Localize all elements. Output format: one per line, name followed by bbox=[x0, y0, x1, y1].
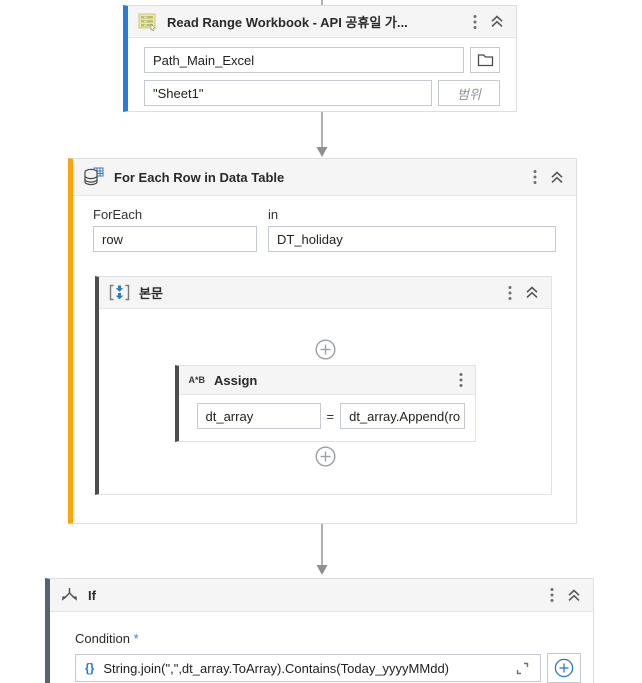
plus-circle-icon bbox=[314, 446, 336, 467]
body-header[interactable]: 본문 bbox=[99, 277, 551, 309]
assign-to-input[interactable]: dt_array bbox=[196, 403, 321, 429]
read-range-header[interactable]: Read Range Workbook - API 공휴일 가... bbox=[128, 6, 516, 38]
folder-icon bbox=[477, 54, 493, 67]
add-activity-button[interactable] bbox=[314, 339, 336, 360]
braces-icon: {} bbox=[85, 661, 95, 675]
in-collection-input[interactable]: DT_holiday bbox=[268, 226, 556, 252]
equals-sign: = bbox=[326, 408, 335, 424]
kebab-icon bbox=[473, 14, 477, 29]
plus-circle-icon bbox=[554, 658, 574, 678]
assign-header[interactable]: A*B Assign bbox=[178, 366, 475, 395]
condition-label: Condition * bbox=[75, 631, 139, 646]
if-header[interactable]: If bbox=[50, 579, 593, 612]
double-down-arrow-brackets-icon bbox=[109, 284, 130, 301]
assign-value-input[interactable]: dt_array.Append(ro bbox=[340, 403, 465, 429]
a-star-b-icon: A*B bbox=[188, 375, 206, 385]
chevron-double-up-icon bbox=[551, 170, 563, 183]
excel-table-icon bbox=[138, 13, 156, 31]
kebab-icon bbox=[508, 285, 512, 300]
activity-title: Read Range Workbook - API 공휴일 가... bbox=[167, 15, 408, 30]
kebab-menu-button[interactable] bbox=[457, 370, 465, 390]
activity-title: Assign bbox=[214, 372, 258, 388]
kebab-menu-button[interactable] bbox=[548, 585, 556, 605]
branch-fork-icon bbox=[62, 587, 77, 601]
required-asterisk: * bbox=[133, 631, 139, 646]
body-title: 본문 bbox=[139, 286, 163, 301]
expand-corners-icon bbox=[516, 662, 529, 674]
kebab-menu-button[interactable] bbox=[506, 283, 514, 303]
in-label: in bbox=[268, 207, 279, 222]
workbook-path-input[interactable]: Path_Main_Excel bbox=[144, 47, 464, 73]
kebab-icon bbox=[533, 170, 537, 184]
read-range-activity[interactable]: Read Range Workbook - API 공휴일 가... Path_… bbox=[123, 5, 517, 112]
chevron-double-up-icon bbox=[491, 15, 503, 27]
sheet-name-input[interactable]: "Sheet1" bbox=[144, 80, 432, 106]
collapse-button[interactable] bbox=[523, 284, 541, 301]
add-condition-button[interactable] bbox=[547, 653, 581, 683]
foreach-label: ForEach bbox=[93, 207, 143, 222]
range-input[interactable]: 범위 bbox=[438, 80, 500, 106]
activity-title: For Each Row in Data Table bbox=[114, 169, 285, 185]
kebab-icon bbox=[550, 588, 554, 602]
collapse-button[interactable] bbox=[488, 13, 506, 30]
collapse-button[interactable] bbox=[548, 169, 566, 186]
foreach-variable-input[interactable]: row bbox=[93, 226, 257, 252]
kebab-menu-button[interactable] bbox=[531, 167, 539, 187]
assign-activity[interactable]: A*B Assign dt_array = dt_array.Appe bbox=[174, 365, 476, 442]
datatable-icon bbox=[84, 167, 104, 186]
open-expression-editor-button[interactable] bbox=[514, 660, 531, 677]
chevron-double-up-icon bbox=[568, 588, 580, 601]
browse-folder-button[interactable] bbox=[470, 47, 500, 73]
add-activity-button[interactable] bbox=[314, 446, 336, 467]
body-container[interactable]: 본문 bbox=[95, 276, 552, 495]
for-each-row-activity[interactable]: For Each Row in Data Table ForEach row bbox=[68, 158, 577, 524]
chevron-double-up-icon bbox=[526, 286, 538, 298]
activity-title: If bbox=[88, 587, 96, 603]
condition-expression-text[interactable]: String.join(",",dt_array.ToArray).Contai… bbox=[103, 660, 450, 676]
kebab-icon bbox=[459, 373, 462, 387]
condition-input[interactable]: {} String.join(",",dt_array.ToArray).Con… bbox=[75, 654, 541, 682]
collapse-button[interactable] bbox=[565, 587, 583, 604]
arrow-connector-1 bbox=[316, 112, 328, 157]
for-each-header[interactable]: For Each Row in Data Table bbox=[73, 159, 576, 196]
arrow-connector-2 bbox=[316, 524, 328, 575]
if-activity[interactable]: If Condition * {} String.jo bbox=[45, 578, 594, 683]
plus-circle-icon bbox=[314, 339, 336, 360]
kebab-menu-button[interactable] bbox=[471, 12, 479, 32]
